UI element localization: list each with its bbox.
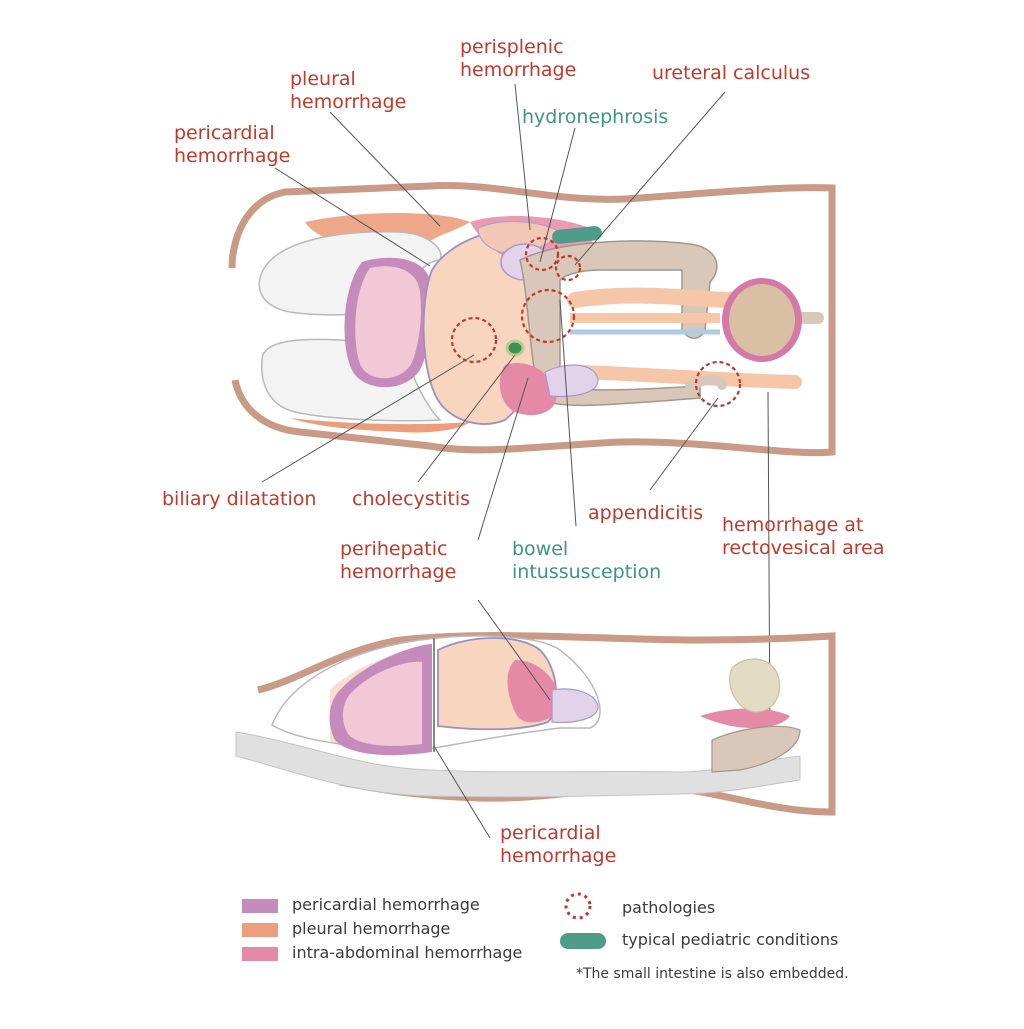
gallbladder: [505, 339, 525, 357]
body-outline-top: [228, 182, 836, 457]
pathology-hydronephrosis: [520, 288, 576, 344]
label-perihepatic-hemorrhage: perihepatic hemorrhage: [340, 538, 457, 583]
label-cholecystitis: cholecystitis: [352, 488, 471, 510]
label-ureteral-calculus: ureteral calculus: [652, 62, 811, 84]
ureter-upper: [567, 287, 738, 308]
pathology-perisplenic: [524, 236, 560, 272]
pathology-biliary: [450, 316, 498, 364]
coronal-view: [228, 83, 836, 741]
bladder-sagittal: [729, 658, 781, 713]
legend-swatch-intra-abdominal: [242, 947, 278, 961]
label-hydronephrosis: hydronephrosis: [522, 106, 669, 128]
lung-sagittal: [342, 661, 422, 746]
heart: [355, 266, 421, 379]
legend-label-intra-abdominal: intra-abdominal hemorrhage: [292, 943, 523, 962]
appendix: [685, 374, 727, 391]
perihepatic-hemorrhage: [499, 363, 557, 416]
perihepatic-hemorrhage-sagittal: [507, 660, 561, 723]
pathology-appendicitis: [694, 360, 742, 408]
body-outline-bottom: [257, 632, 836, 816]
label-pericardial-hemorrhage-top: pericardial hemorrhage: [174, 122, 291, 167]
label-hemorrhage-rectovesical: hemorrhage at rectovesical area: [722, 514, 885, 559]
legend-label-pathologies: pathologies: [622, 898, 716, 917]
pleural-hemorrhage-lower: [290, 418, 470, 433]
legend-swatch-pericardial: [242, 899, 278, 913]
legend-label-pediatric: typical pediatric conditions: [622, 930, 839, 949]
bladder: [729, 284, 795, 356]
bowel-sagittal: [551, 688, 599, 724]
pathology-ureteral: [554, 254, 582, 282]
label-bowel-intussusception: bowel intussusception: [512, 538, 662, 583]
rectovesical-hemorrhage-sagittal: [700, 708, 790, 729]
label-pericardial-hemorrhage-bottom: pericardial hemorrhage: [500, 822, 617, 867]
legend-label-pericardial: pericardial hemorrhage: [292, 895, 480, 914]
spleen: [477, 221, 561, 253]
legend-pathology-icon: [564, 892, 592, 920]
legend-pediatric-icon: [560, 933, 606, 949]
leader-lines-bottom: [433, 599, 551, 839]
stomach: [544, 364, 599, 398]
label-perisplenic-hemorrhage: perisplenic hemorrhage: [460, 36, 577, 81]
ureter-lower: [573, 365, 802, 389]
label-appendicitis: appendicitis: [588, 502, 704, 524]
label-pleural-hemorrhage: pleural hemorrhage: [290, 68, 407, 113]
rectum-sagittal: [711, 725, 801, 773]
legend-swatch-pleural: [242, 923, 278, 937]
footnote: *The small intestine is also embedded.: [576, 966, 849, 982]
legend-label-pleural: pleural hemorrhage: [292, 919, 451, 938]
label-biliary-dilatation: biliary dilatation: [162, 488, 317, 510]
sagittal-view: [235, 599, 836, 839]
pediatric-marker: [552, 226, 602, 244]
spine: [235, 731, 801, 798]
